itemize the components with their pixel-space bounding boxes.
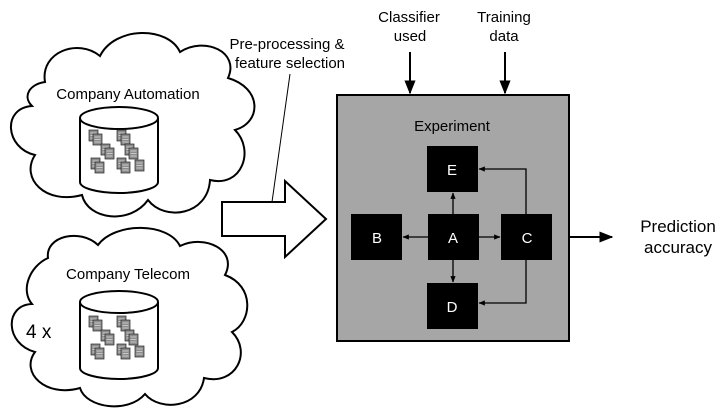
classifier-line-2: used [394,28,427,45]
training-label: Training data [477,9,531,45]
node-e: E [427,146,478,192]
training-line-2: data [489,28,519,45]
node-d: D [427,283,478,329]
experiment-connections [402,166,527,306]
node-c-label: C [522,230,533,247]
cloud-label: Company Automation [56,86,199,103]
database-cylinder-icon [79,106,159,194]
output-line-2: accuracy [644,238,713,257]
preprocessing-line-2: feature selection [235,55,345,72]
experiment-title: Experiment [414,118,491,135]
cloud-label: Company Telecom [66,266,190,283]
classifier-line-1: Classifier [378,9,440,26]
cloud-company-telecom: Company Telecom 4 x [10,226,249,408]
node-d-label: D [447,299,458,316]
node-e-label: E [447,162,457,179]
node-c: C [501,214,552,260]
node-b: B [351,214,402,260]
output-line-1: Prediction [640,217,716,236]
preprocessing-label: Pre-processing & feature selection [229,36,345,72]
output-label: Prediction accuracy [640,217,716,257]
node-b-label: B [372,230,382,247]
edge-c-d [478,259,527,306]
node-a-label: A [448,230,458,247]
cloud-company-automation: Company Automation [9,32,256,218]
preprocessing-line-1: Pre-processing & [229,36,344,53]
classifier-label: Classifier used [378,9,440,45]
node-a: A [428,214,479,260]
block-arrow-icon [221,178,328,260]
database-cylinder-icon [79,290,159,380]
edge-c-e [478,166,527,214]
multiplier-label: 4 x [26,322,52,343]
training-line-1: Training [477,9,531,26]
preprocessing-pointer [271,73,291,203]
